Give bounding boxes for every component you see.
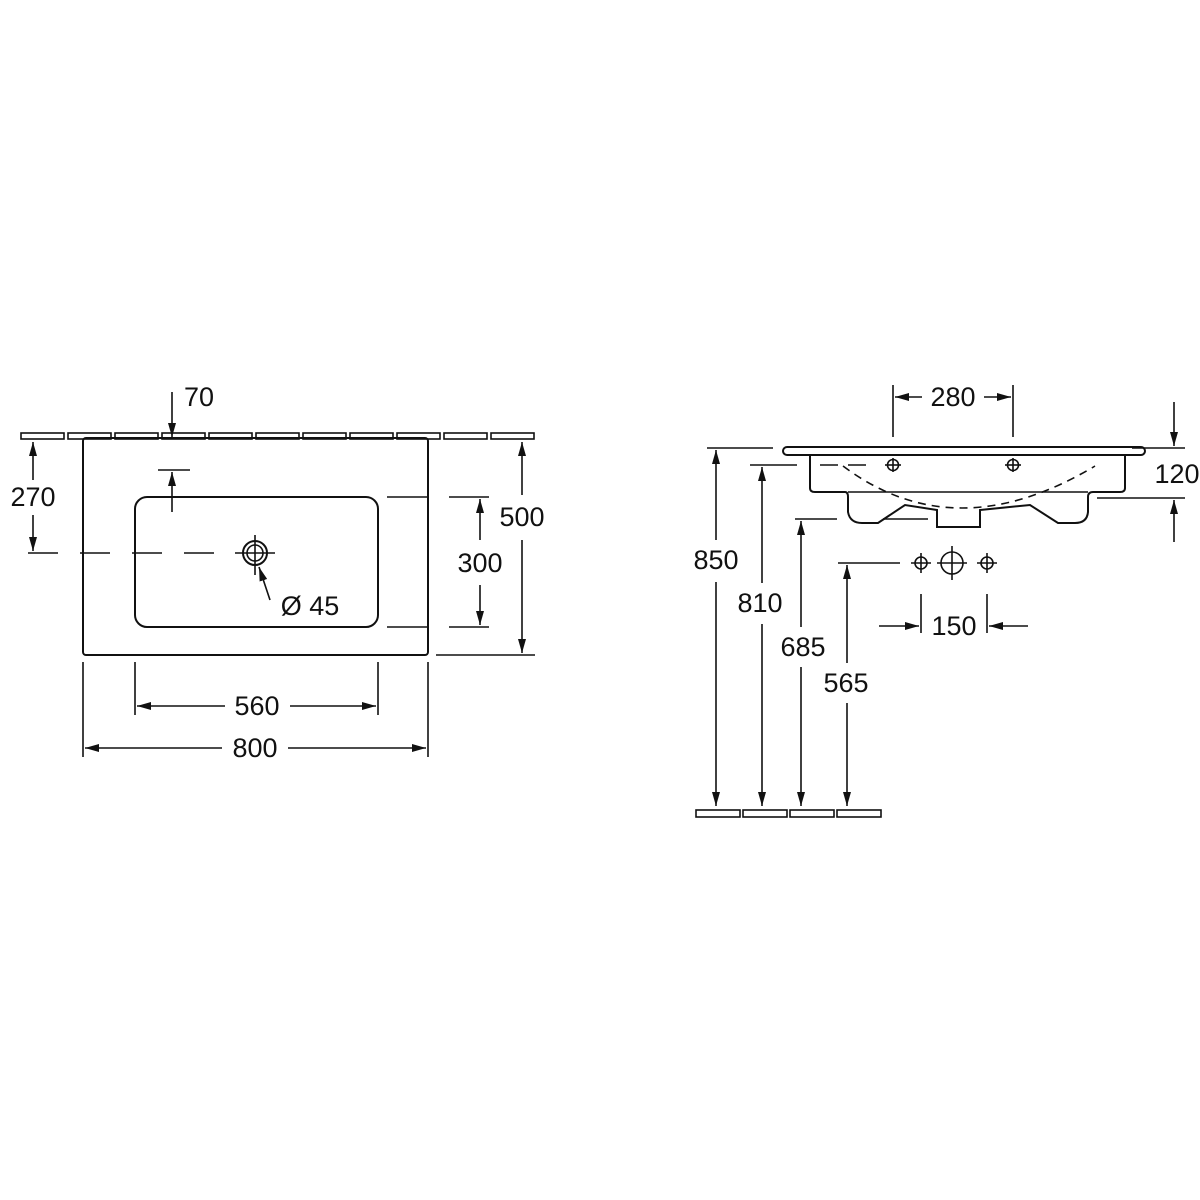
basin-body [809,455,1126,528]
dim-depth: 500 [499,502,544,532]
dim-wall-to-drain: 270 [10,482,55,512]
dim-bowl-width: 560 [234,691,279,721]
dim-supply-height: 565 [823,668,868,698]
tile [836,809,882,818]
drain-inner [246,544,264,562]
drain-leader [258,566,271,601]
tap-hole-icon [1005,458,1021,472]
dim-underside-height: 810 [737,588,782,618]
supply-cold-icon [911,553,931,573]
tile [742,809,788,818]
bowl-hidden-line [842,465,1096,509]
dim-top-height: 850 [693,545,738,575]
tile [20,432,65,440]
drain-icon [242,540,268,566]
basin-top-slab [782,446,1146,456]
tile [443,432,488,440]
dim-trap-height: 685 [780,632,825,662]
dim-supply-spacing: 150 [931,611,976,641]
tap-hole-icon [885,458,901,472]
side-view: 280 120 850 810 685 565 [693,382,1200,818]
waste-outlet-icon [937,546,967,580]
dim-tap-spacing: 280 [930,382,975,412]
floor-tiles [695,809,882,818]
dim-drain-diameter: Ø 45 [281,591,340,621]
supply-hot-icon [977,553,997,573]
tile [789,809,835,818]
bowl-outline [134,496,379,628]
basin-outline [82,437,429,656]
dim-thickness: 120 [1154,459,1199,489]
tile [490,432,535,440]
tile [695,809,741,818]
dim-width: 800 [232,733,277,763]
dim-backsplash: 70 [184,382,214,412]
top-view: Ø 45 70 270 300 500 560 800 [10,382,544,763]
wall-tiles [20,432,535,440]
dim-bowl-depth: 300 [457,548,502,578]
